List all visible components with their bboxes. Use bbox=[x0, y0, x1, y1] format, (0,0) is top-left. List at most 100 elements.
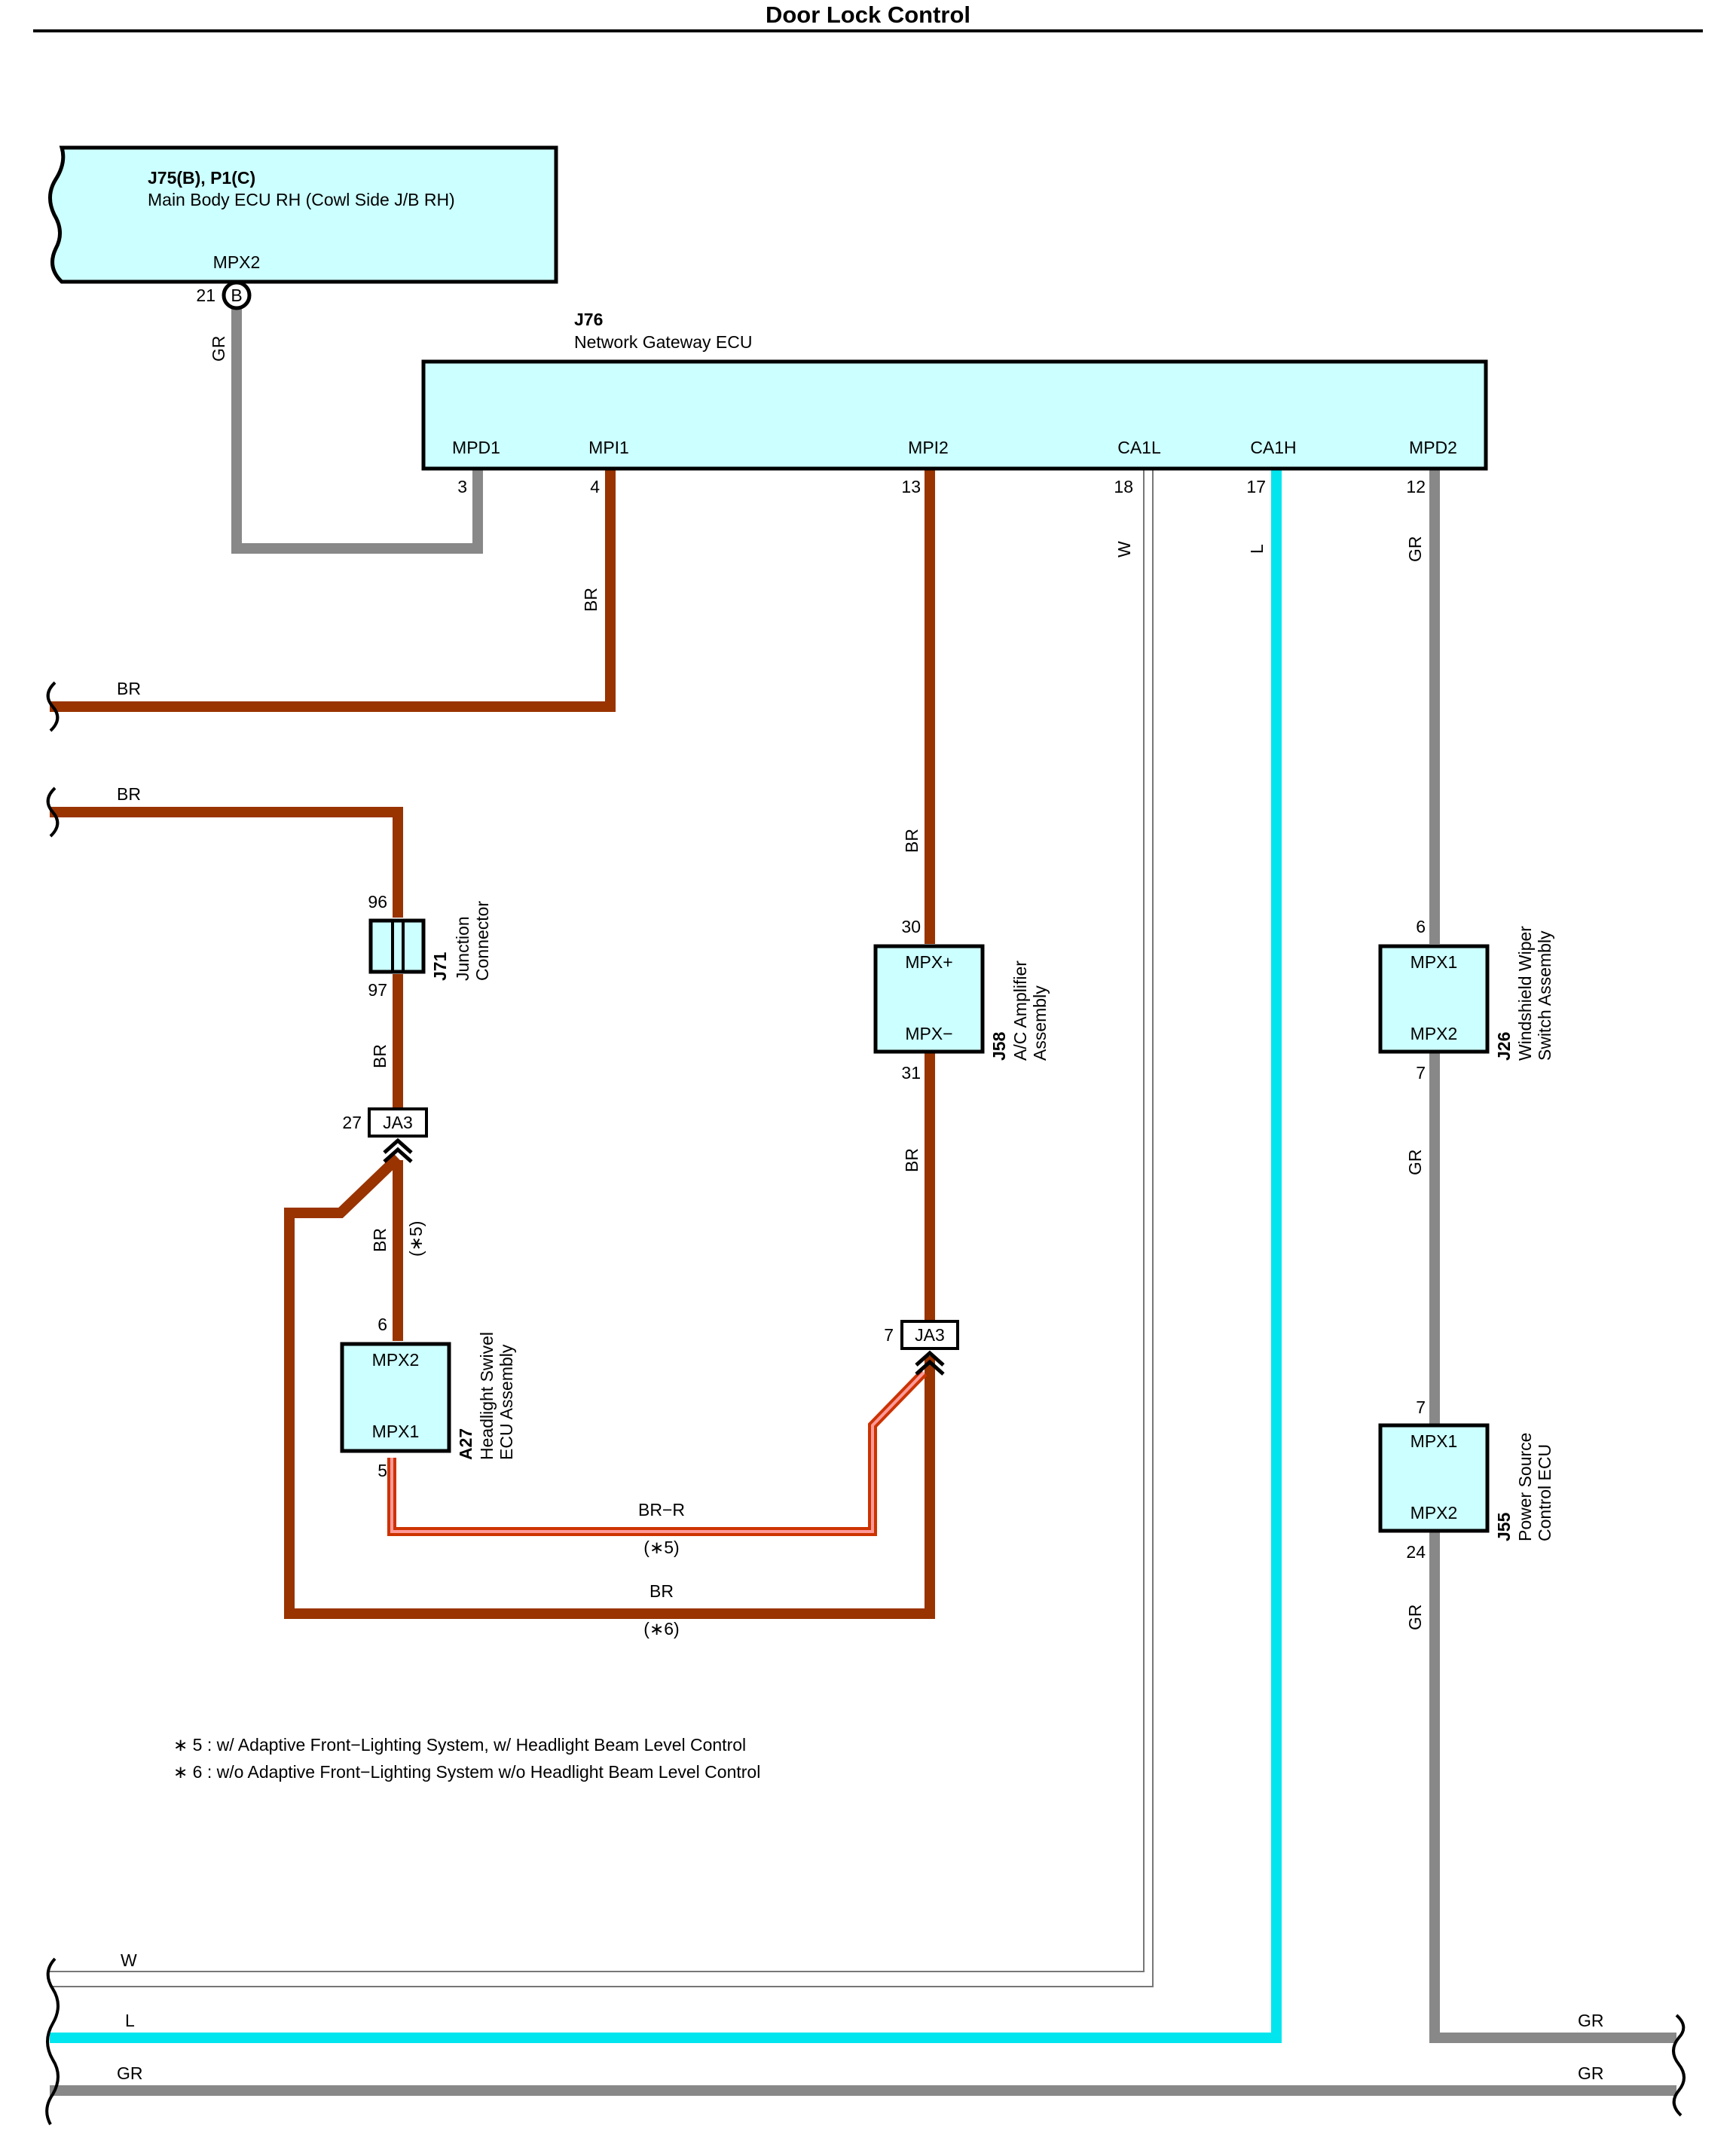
gateway-ecu-name: Network Gateway ECU bbox=[574, 332, 752, 352]
a27-terminal-top: MPX2 bbox=[372, 1350, 420, 1370]
break-left-br1 bbox=[46, 681, 60, 732]
a27-box bbox=[340, 1342, 451, 1453]
j26-terminal-bottom: MPX2 bbox=[1410, 1024, 1458, 1043]
wire-label-br-left1: BR bbox=[117, 679, 141, 698]
pin-mpd2: 12 bbox=[1406, 477, 1426, 496]
j58-pin-top: 30 bbox=[901, 917, 921, 936]
diagram-title: Door Lock Control bbox=[766, 2, 970, 28]
j26-pin-bottom: 7 bbox=[1416, 1063, 1426, 1083]
wire-label-br-j71: BR bbox=[370, 1044, 390, 1068]
j71-name-line2: Connector bbox=[472, 901, 492, 981]
ja3-left-chevron-icon bbox=[383, 1138, 413, 1163]
j58-box bbox=[873, 944, 985, 1054]
wire-label-gr-right-lower: GR bbox=[1578, 2063, 1604, 2083]
a27-name-line2: ECU Assembly bbox=[497, 1344, 516, 1460]
j58-name-line2: Assembly bbox=[1030, 985, 1050, 1061]
j58-terminal-bottom: MPX− bbox=[905, 1024, 952, 1043]
pin-mpi2: 13 bbox=[901, 477, 921, 496]
a27-code: A27 bbox=[456, 1428, 475, 1460]
ja3-right-chevron-icon bbox=[915, 1350, 945, 1376]
wire-l-ca1h bbox=[50, 469, 1282, 2043]
wire-label-br-left2: BR bbox=[117, 784, 141, 804]
j55-terminal-bottom: MPX2 bbox=[1410, 1503, 1458, 1523]
j55-code: J55 bbox=[1494, 1512, 1514, 1541]
main-body-ecu-code: J75(B), P1(C) bbox=[148, 168, 255, 188]
main-body-ecu-pin: 21 bbox=[196, 286, 215, 305]
wire-label-gr-bottom-left: GR bbox=[117, 2063, 143, 2083]
j55-terminal-top: MPX1 bbox=[1410, 1431, 1458, 1451]
main-body-ecu-name: Main Body ECU RH (Cowl Side J/B RH) bbox=[148, 190, 455, 209]
a27-pin-bottom: 5 bbox=[377, 1461, 387, 1480]
main-body-ecu-connector-letter: B bbox=[231, 286, 242, 305]
wire-w-ca1l-a bbox=[50, 469, 1145, 1972]
wire-label-br-loop: BR bbox=[649, 1581, 674, 1601]
gateway-ecu: J76 Network Gateway ECU MPD1 MPI1 MPI2 C… bbox=[421, 310, 1488, 496]
wire-label-note5: (∗5) bbox=[643, 1538, 679, 1557]
wire-label-gr-main: GR bbox=[209, 336, 228, 362]
main-body-ecu-box bbox=[48, 145, 558, 284]
j71-pin-bottom: 97 bbox=[368, 980, 387, 1000]
wire-label-w-bottom: W bbox=[121, 1950, 137, 1970]
j55-name-line2: Control ECU bbox=[1535, 1444, 1554, 1541]
wire-label-br-headlight: BR bbox=[370, 1228, 390, 1252]
terminal-mpd1: MPD1 bbox=[452, 438, 500, 457]
wire-w-ca1l-b bbox=[50, 469, 1154, 1987]
main-body-ecu-connector-circle bbox=[222, 280, 252, 310]
j26-code: J26 bbox=[1494, 1032, 1514, 1061]
wire-label-br-mpi1: BR bbox=[581, 588, 601, 612]
break-left-br2 bbox=[46, 786, 60, 838]
break-left-bottom bbox=[45, 1957, 60, 2125]
ja3-right-label: JA3 bbox=[915, 1325, 945, 1345]
j55-pin-bottom: 24 bbox=[1406, 1542, 1426, 1562]
power-source-ecu: 7 MPX1 MPX2 24 J55 Power Source Control … bbox=[1378, 1397, 1554, 1562]
wire-label-gr-power-source: GR bbox=[1405, 1605, 1425, 1631]
wire-gr-power-source-out bbox=[1429, 1531, 1676, 2043]
note-5: ∗ 5 : w/ Adaptive Front−Lighting System,… bbox=[173, 1735, 746, 1755]
terminal-mpi1: MPI1 bbox=[588, 438, 629, 457]
a27-terminal-bottom: MPX1 bbox=[372, 1422, 420, 1441]
break-right-bottom bbox=[1672, 2014, 1686, 2117]
wire-breaks bbox=[45, 681, 1686, 2125]
j26-pin-top: 6 bbox=[1416, 917, 1426, 936]
a27-name-line1: Headlight Swivel bbox=[477, 1332, 497, 1460]
pin-ca1h: 17 bbox=[1246, 477, 1266, 496]
wire-label-gr-right-upper: GR bbox=[1578, 2011, 1604, 2030]
wire-gr-main-body-to-mpd1 bbox=[231, 300, 483, 554]
wire-br-r-stripe bbox=[390, 1371, 925, 1533]
a27-pin-top: 6 bbox=[377, 1315, 387, 1334]
j58-code: J58 bbox=[989, 1031, 1009, 1061]
j71-code: J71 bbox=[430, 951, 450, 981]
wire-br-loop-note6 bbox=[284, 1153, 935, 1619]
ja3-left-label: JA3 bbox=[383, 1113, 413, 1132]
j26-name-line2: Switch Assembly bbox=[1535, 930, 1554, 1061]
wire-label-br-r: BR−R bbox=[638, 1500, 685, 1520]
main-body-ecu-terminal: MPX2 bbox=[213, 252, 261, 272]
ja3-right-box bbox=[900, 1320, 959, 1350]
j55-pin-top: 7 bbox=[1416, 1397, 1426, 1417]
wire-label-note5-vertical: (∗5) bbox=[406, 1221, 426, 1257]
junction-connector-j71: 96 97 J71 Junction Connector bbox=[368, 892, 492, 1000]
wire-label-l-bottom: L bbox=[125, 2011, 135, 2030]
j55-box bbox=[1378, 1423, 1490, 1533]
pin-ca1l: 18 bbox=[1114, 477, 1133, 496]
j58-pin-bottom: 31 bbox=[901, 1063, 921, 1083]
wire-label-note6: (∗6) bbox=[643, 1619, 679, 1639]
ja3-left-pin: 27 bbox=[342, 1113, 362, 1132]
j58-terminal-top: MPX+ bbox=[905, 952, 952, 972]
j26-terminal-top: MPX1 bbox=[1410, 952, 1458, 972]
gateway-ecu-code: J76 bbox=[574, 310, 603, 329]
ja3-right-pin: 7 bbox=[884, 1325, 894, 1345]
wire-label-l: L bbox=[1247, 544, 1267, 554]
ja3-left-connector: JA3 27 bbox=[342, 1107, 428, 1163]
wire-label-br-mpi2: BR bbox=[902, 829, 921, 853]
main-body-ecu: J75(B), P1(C) Main Body ECU RH (Cowl Sid… bbox=[48, 145, 558, 310]
j58-name-line1: A/C Amplifier bbox=[1010, 961, 1030, 1061]
wire-label-gr-mpd2: GR bbox=[1405, 536, 1425, 563]
terminal-ca1h: CA1H bbox=[1250, 438, 1296, 457]
pin-mpd1: 3 bbox=[457, 477, 467, 496]
j71-name-line1: Junction bbox=[453, 916, 472, 981]
wires bbox=[50, 300, 1676, 2096]
j26-box bbox=[1378, 944, 1490, 1054]
